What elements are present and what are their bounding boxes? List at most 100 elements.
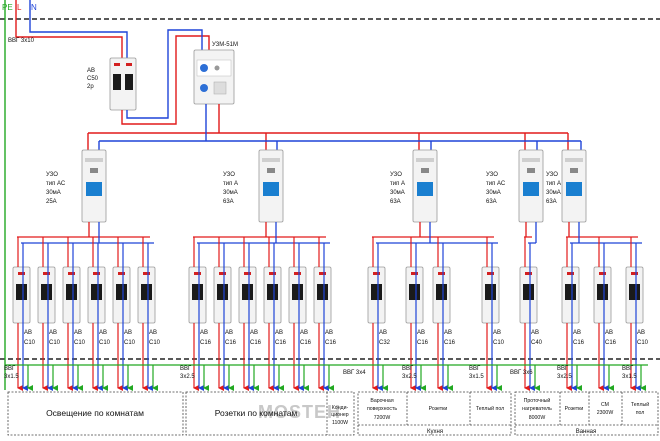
- load-kitchen-sockets: Розетки: [429, 406, 448, 412]
- rcd-label-line: тип А: [223, 181, 238, 187]
- rcd-label-line: 63А: [390, 199, 401, 205]
- breaker-type-label: АВ: [379, 330, 387, 336]
- breaker-type-label: АВ: [531, 330, 539, 336]
- rcd-label-line: тип А: [546, 181, 561, 187]
- breaker-rating-label: С16: [275, 340, 287, 346]
- load-conditioner-line-1: Конди-: [332, 405, 349, 411]
- rcd-label-line: 30мА: [46, 190, 61, 196]
- breaker-type-label: АВ: [250, 330, 258, 336]
- branch-breaker: [12, 266, 31, 324]
- cable-bath-sockets-line-2: 3х2.5: [557, 374, 572, 380]
- breaker-rating-label: С10: [74, 340, 86, 346]
- rcd-label-line: 63А: [486, 199, 497, 205]
- breaker-rating-label: С16: [225, 340, 237, 346]
- branch-breaker: [481, 266, 500, 324]
- breaker-type-label: АВ: [573, 330, 581, 336]
- breaker-type-label: АВ: [99, 330, 107, 336]
- watermark: MOSTEH: [258, 402, 341, 422]
- load-heater-line-2: нагреватель: [522, 406, 552, 412]
- breaker-type-label: АВ: [275, 330, 283, 336]
- branch-breaker: [367, 266, 386, 324]
- breaker-rating-label: С10: [49, 340, 61, 346]
- breaker-rating-label: С10: [24, 340, 36, 346]
- breaker-rating-label: С10: [99, 340, 111, 346]
- branch-breaker: [188, 266, 207, 324]
- n-group-bus: [197, 222, 330, 244]
- load-bath-sockets: Розетки: [565, 406, 584, 412]
- breaker-type-label: АВ: [605, 330, 613, 336]
- breaker-type-label: АВ: [124, 330, 132, 336]
- load-floor2-line-1: Теплый: [631, 401, 649, 408]
- breaker-type-label: АВ: [417, 330, 425, 336]
- n-breaker-to-relay-wire: [126, 29, 203, 119]
- breaker-type-label: АВ: [149, 330, 157, 336]
- l-breaker-to-relay-wire: [121, 35, 210, 125]
- rcd-module: [561, 149, 587, 223]
- branch-breaker: [62, 266, 81, 324]
- load-kitchen: Кухня: [427, 429, 443, 435]
- cable-kitchen-sockets-line-2: 3х2.5: [402, 374, 417, 380]
- voltage-relay: [193, 49, 235, 105]
- rcd-label-line: 63А: [223, 199, 234, 205]
- rcd-label-line: тип А: [390, 181, 405, 187]
- branch-breaker: [593, 266, 612, 324]
- bus-l-label: L: [17, 3, 22, 12]
- breaker-rating-label: С16: [200, 340, 212, 346]
- rcd-label-line: тип АС: [486, 181, 506, 187]
- load-boxes: [7, 391, 659, 436]
- breaker-rating-label: С40: [531, 340, 543, 346]
- l-group-bus: [193, 222, 326, 238]
- breaker-rating-label: С16: [417, 340, 429, 346]
- rcd-label-line: 30мА: [546, 190, 561, 196]
- l-group-bus: [566, 222, 638, 238]
- rcd-label-line: 63А: [546, 199, 557, 205]
- load-floor1: Теплый пол: [476, 405, 504, 412]
- input-cable-label: ВВГ 3х10: [8, 38, 35, 44]
- load-floor2-line-2: пол: [636, 410, 645, 416]
- n-group-bus: [528, 222, 537, 244]
- load-sockets: Розетки по комнатам: [215, 408, 298, 418]
- breaker-rating-label: С32: [379, 340, 391, 346]
- breaker-rating-label: С16: [573, 340, 585, 346]
- cable-heater-line-1: ВВГ 3х6: [510, 370, 533, 376]
- load-conditioner-line-3: 1100W: [332, 420, 348, 426]
- cable-floor2-line-1: ВВГ: [622, 366, 634, 372]
- load-washer-line-1: СМ: [601, 402, 609, 408]
- cable-floor1-line-1: ВВГ: [469, 366, 481, 372]
- rcd-module: [518, 149, 544, 223]
- branch-breaker: [137, 266, 156, 324]
- breaker-type-label: АВ: [325, 330, 333, 336]
- branch-breaker: [87, 266, 106, 324]
- breaker-rating-label: С10: [637, 340, 649, 346]
- load-conditioner-line-2: ционер: [331, 412, 349, 418]
- branch-breaker: [625, 266, 644, 324]
- rcd-label-line: 30мА: [223, 190, 238, 196]
- breaker-rating-label: С16: [605, 340, 617, 346]
- branch-breaker: [213, 266, 232, 324]
- cable-floor1-line-2: 3х1.5: [469, 374, 484, 380]
- rcd-label-line: УЗО: [390, 172, 402, 178]
- breaker-type-label: АВ: [200, 330, 208, 336]
- breaker-rating-label: С16: [300, 340, 312, 346]
- cable-sockets-line-2: 3х2.5: [180, 374, 195, 380]
- cable-lighting-line-1: ВВГ: [4, 366, 16, 372]
- bus-pe-label: PE: [2, 3, 13, 12]
- l-incoming-wire: [15, 0, 123, 58]
- rcd-label-line: УЗО: [486, 172, 498, 178]
- breaker-type-label: АВ: [637, 330, 645, 336]
- breaker-rating-label: С16: [444, 340, 456, 346]
- n-incoming-wire: [29, 0, 128, 58]
- breaker-rating-label: С10: [124, 340, 136, 346]
- n-group-bus: [21, 222, 154, 244]
- main-breaker-line-1: АВ: [87, 68, 95, 74]
- breaker-type-label: АВ: [49, 330, 57, 336]
- branch-breaker: [37, 266, 56, 324]
- branch-breaker: [288, 266, 307, 324]
- load-bathroom: Ванная: [576, 429, 597, 435]
- breaker-type-label: АВ: [24, 330, 32, 336]
- branch-breaker: [432, 266, 451, 324]
- breaker-type-label: АВ: [493, 330, 501, 336]
- load-stove-line-2: поверхность: [367, 406, 397, 412]
- rcd-label-line: УЗО: [546, 172, 558, 178]
- load-heater-line-1: Проточный: [524, 397, 551, 404]
